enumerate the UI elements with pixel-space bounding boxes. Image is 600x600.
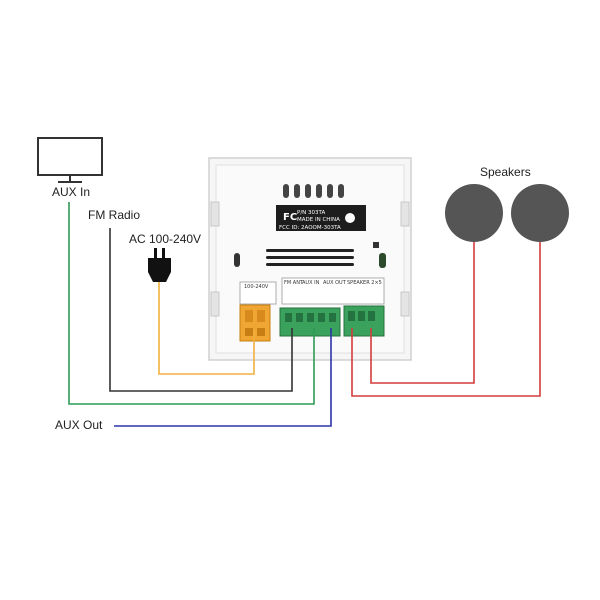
signal-terminal-block — [279, 307, 341, 337]
speaker-left-icon — [445, 184, 503, 242]
aux-in-wire — [68, 202, 315, 405]
top-vents — [283, 184, 344, 198]
monitor-icon — [37, 137, 103, 183]
middle-vents — [266, 249, 354, 266]
fcc-logo: FC — [283, 212, 297, 223]
terminal-aux-out-label: AUX OUT — [323, 280, 347, 286]
ac-power-label: AC 100-240V — [129, 232, 202, 246]
led-right — [379, 253, 386, 268]
aux-out-label: AUX Out — [55, 418, 103, 432]
aux-out-wire — [114, 328, 332, 427]
ac-power-wire — [158, 282, 255, 375]
bluetooth-icon — [345, 213, 355, 223]
aux-in-label: AUX In — [52, 185, 91, 199]
plate-line-1: P/N 303TA — [297, 210, 325, 216]
speakers-label: Speakers — [480, 165, 531, 179]
speaker-terminal-block — [343, 305, 385, 337]
speaker-right-icon — [511, 184, 569, 242]
terminal-speaker-label: SPEAKER 2×5 — [347, 280, 382, 286]
speaker-right-wire — [351, 242, 541, 397]
plate-line-3: FCC ID: 2AOOM-303TA — [279, 225, 341, 231]
fm-radio-label: FM Radio — [88, 208, 141, 222]
led-left — [234, 253, 240, 267]
speaker-left-wire — [370, 242, 475, 384]
terminal-aux-in-label: AUX IN — [302, 280, 320, 286]
device-panel: FC P/N 303TA MADE IN CHINA FCC ID: 2AOOM… — [208, 157, 412, 361]
terminal-fm-label: FM ANT — [284, 280, 304, 286]
power-terminal — [239, 304, 271, 342]
power-plug-icon — [148, 248, 171, 282]
plate-line-2: MADE IN CHINA — [297, 217, 340, 223]
fm-radio-wire — [109, 228, 293, 392]
terminal-power-label: 100-240V — [244, 284, 269, 290]
